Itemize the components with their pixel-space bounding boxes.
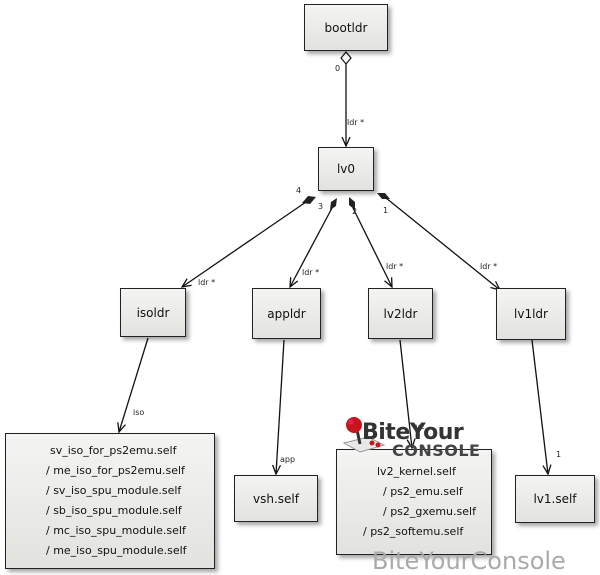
boot-multiplicity-label: 0 xyxy=(335,64,341,73)
mult-1-label: 1 xyxy=(383,206,389,215)
edge-lv0-isoldr xyxy=(182,196,316,287)
lv1ldr-role-label: ldr * xyxy=(480,262,498,271)
node-label: appldr xyxy=(267,306,306,321)
list-item: / me_iso_spu_module.self xyxy=(46,544,187,557)
lv1-edge-label: 1 xyxy=(556,450,562,459)
node-label: vsh.self xyxy=(253,491,299,506)
app-edge-label: app xyxy=(280,455,296,464)
watermark-text: BiteYour xyxy=(362,420,464,445)
node-isoldr: isoldr xyxy=(120,288,186,337)
list-item: sv_iso_for_ps2emu.self xyxy=(50,444,177,457)
node-label: lv2ldr xyxy=(383,306,418,321)
isoldr-role-label: ldr * xyxy=(198,278,216,287)
edge-isoldr-list xyxy=(119,337,149,432)
node-lv1-self: lv1.self xyxy=(515,475,595,523)
list-item: / me_iso_for_ps2emu.self xyxy=(46,464,185,477)
edge-lv0-lv2ldr xyxy=(349,197,392,287)
node-lv1ldr: lv1ldr xyxy=(496,288,566,340)
lv2-edge-label: lv2 xyxy=(413,422,426,431)
edge-lv0-appldr xyxy=(290,198,337,287)
node-lv0: lv0 xyxy=(318,147,374,191)
edge-lv0-lv1ldr xyxy=(377,193,500,290)
boot-role-label: ldr * xyxy=(347,118,365,127)
watermark-footer: BiteYourConsole xyxy=(372,547,566,575)
list-item: / sv_iso_spu_module.self xyxy=(46,484,182,497)
lv2ldr-role-label: ldr * xyxy=(386,262,404,271)
list-item: lv2_kernel.self xyxy=(377,465,456,478)
node-label: bootldr xyxy=(324,20,368,35)
list-item: / ps2_gxemu.self xyxy=(383,505,476,518)
node-label: isoldr xyxy=(136,305,170,320)
edge-bootldr-lv0 xyxy=(340,51,352,146)
joystick-logo-icon xyxy=(342,417,386,453)
node-label: lv0 xyxy=(336,162,356,176)
list-item: / mc_iso_spu_module.self xyxy=(46,524,186,537)
node-label: lv1ldr xyxy=(514,307,548,321)
node-vsh-self: vsh.self xyxy=(234,475,318,522)
mult-3-label: 3 xyxy=(318,202,324,211)
node-iso-list: sv_iso_for_ps2emu.self / me_iso_for_ps2e… xyxy=(5,433,215,569)
mult-2-label: 2 xyxy=(352,207,358,216)
edge-lv2ldr-list xyxy=(399,339,412,448)
node-bootldr: bootldr xyxy=(304,4,388,51)
list-item: / ps2_softemu.self xyxy=(363,525,464,538)
node-label: lv1.self xyxy=(533,492,577,506)
edge-appldr-vsh xyxy=(276,339,285,474)
watermark-subtext: CONSOLE xyxy=(392,441,481,460)
list-item: / ps2_emu.self xyxy=(383,485,463,498)
iso-edge-label: iso xyxy=(133,408,145,417)
edge-lv1ldr-lv1self xyxy=(531,339,548,474)
node-lv2-list: lv2_kernel.self / ps2_emu.self / ps2_gxe… xyxy=(336,449,492,555)
appldr-role-label: ldr * xyxy=(302,268,320,277)
node-lv2ldr: lv2ldr xyxy=(368,288,433,339)
mult-4-label: 4 xyxy=(296,186,302,195)
node-appldr: appldr xyxy=(252,288,321,339)
list-item: / sb_iso_spu_module.self xyxy=(46,504,182,517)
